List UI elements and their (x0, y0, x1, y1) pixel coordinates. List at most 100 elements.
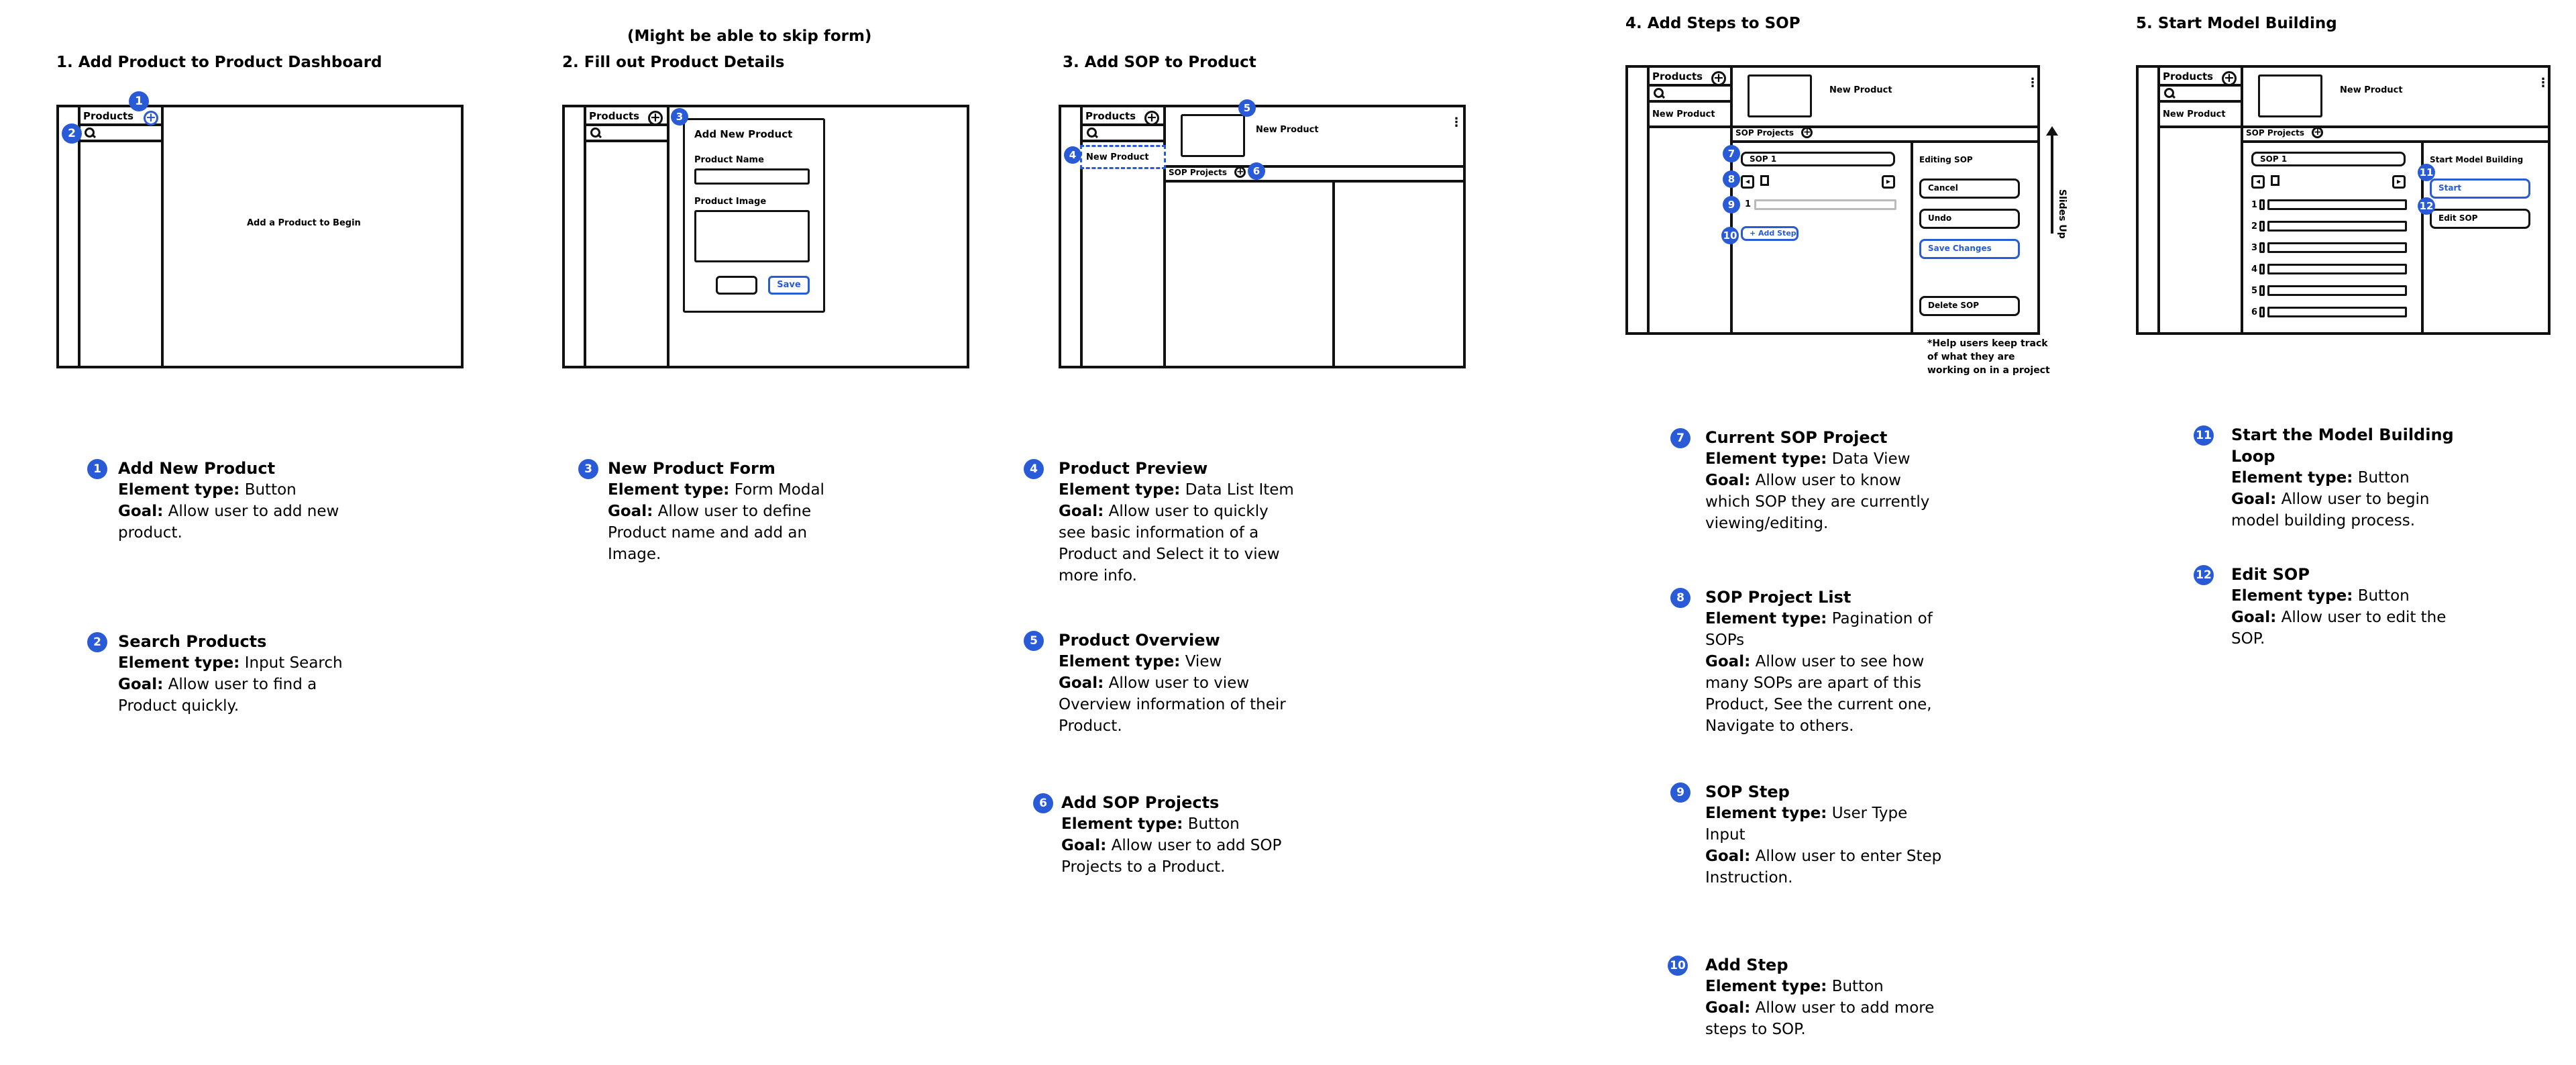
slides-up-label: Slides Up (2057, 189, 2068, 239)
product-image-thumbnail (1748, 74, 1812, 117)
undo-button[interactable]: Undo (1919, 209, 2020, 229)
wireframe-5: Products + New Product New Product ⋮ SOP… (2136, 65, 2551, 335)
product-name-input[interactable] (694, 168, 810, 185)
step-number: 4 (2251, 264, 2258, 274)
product-list-item[interactable]: New Product (1652, 109, 1715, 119)
step-number: 2 (2251, 221, 2258, 232)
help-note: *Help users keep track of what they are … (1927, 338, 2050, 376)
product-image-input[interactable] (694, 210, 810, 262)
desc-sop-project-list: SOP Project List Element type: Paginatio… (1705, 588, 1933, 735)
desc-start-model-building: Start the Model Building Loop Element ty… (2231, 425, 2454, 529)
prev-sop-button[interactable]: ◂ (1741, 175, 1754, 189)
desc-sop-step: SOP Step Element type: User Type Input G… (1705, 782, 1942, 886)
search-icon[interactable] (590, 128, 600, 138)
badge-11: 11 (2418, 164, 2435, 181)
step-number: 5 (2251, 286, 2258, 296)
next-sop-button[interactable]: ▸ (2392, 175, 2406, 189)
step-handle (2259, 264, 2265, 274)
desc-badge-7: 7 (1670, 428, 1690, 448)
current-sop-field: SOP 1 (1741, 152, 1895, 166)
product-preview-item[interactable]: New Product (1080, 145, 1166, 169)
search-icon[interactable] (1654, 88, 1664, 98)
sop-projects-label: SOP Projects (1735, 128, 1794, 138)
add-step-button[interactable]: + Add Step (1741, 226, 1799, 241)
slides-up-arrow (2046, 126, 2058, 234)
add-product-button[interactable]: + (1144, 111, 1159, 125)
product-list-item[interactable]: New Product (2163, 109, 2226, 119)
step-handle (2259, 307, 2265, 317)
add-product-button[interactable]: + (2222, 71, 2237, 86)
badge-1: 1 (129, 91, 149, 111)
desc-badge-12: 12 (2194, 565, 2214, 585)
more-options-icon[interactable]: ⋮ (2027, 76, 2039, 90)
wireframe-2: Products + Add New Product Product Name … (562, 105, 969, 368)
desc-product-overview: Product Overview Element type: View Goal… (1059, 631, 1286, 735)
add-product-button[interactable]: + (648, 111, 663, 125)
add-sop-button[interactable]: + (1234, 166, 1246, 178)
desc-new-product-form: New Product Form Element type: Form Moda… (608, 459, 824, 563)
product-name-label: Product Name (694, 155, 764, 165)
badge-7: 7 (1723, 145, 1740, 162)
more-options-icon[interactable]: ⋮ (1450, 115, 1462, 130)
search-icon[interactable] (2164, 88, 2174, 98)
products-label: Products (1652, 70, 1703, 83)
product-title: New Product (1256, 125, 1319, 135)
desc-badge-5: 5 (1024, 631, 1044, 651)
products-label: Products (83, 110, 134, 122)
products-label: Products (1085, 110, 1136, 122)
step-number: 1 (2251, 200, 2258, 210)
search-icon[interactable] (85, 128, 95, 138)
edit-sop-button[interactable]: Edit SOP (2430, 209, 2530, 229)
current-sop-field: SOP 1 (2251, 152, 2406, 166)
sop-page-icon (1760, 175, 1769, 186)
add-sop-button[interactable]: + (1801, 127, 1813, 138)
desc-badge-2: 2 (87, 632, 107, 652)
badge-9: 9 (1723, 196, 1740, 213)
add-sop-button[interactable]: + (2312, 127, 2323, 138)
badge-8: 8 (1723, 170, 1740, 188)
save-changes-button[interactable]: Save Changes (1919, 239, 2020, 259)
desc-badge-8: 8 (1670, 588, 1690, 608)
prev-sop-button[interactable]: ◂ (2251, 175, 2265, 189)
empty-state-text: Add a Product to Begin (247, 218, 361, 228)
search-icon[interactable] (1087, 128, 1097, 138)
wireframe-1: Products + Add a Product to Begin (56, 105, 464, 368)
start-button[interactable]: Start (2430, 179, 2530, 199)
next-sop-button[interactable]: ▸ (1882, 175, 1895, 189)
step-number: 3 (2251, 243, 2258, 253)
desc-add-step: Add Step Element type: Button Goal: Allo… (1705, 956, 1935, 1038)
skip-form-note: (Might be able to skip form) (627, 28, 872, 45)
product-image-label: Product Image (694, 197, 767, 207)
badge-5: 5 (1238, 99, 1256, 117)
delete-sop-button[interactable]: Delete SOP (1919, 296, 2020, 316)
product-title: New Product (2340, 85, 2403, 95)
sop-step-input[interactable] (1754, 199, 1896, 210)
step-handle (2259, 285, 2265, 296)
badge-12: 12 (2418, 197, 2435, 215)
sop-step-field (2267, 242, 2407, 253)
desc-badge-6: 6 (1033, 793, 1053, 813)
step-handle (2259, 221, 2265, 232)
add-product-button[interactable]: + (1711, 71, 1726, 86)
badge-10: 10 (1721, 227, 1739, 244)
cancel-button[interactable] (716, 276, 757, 295)
desc-badge-1: 1 (87, 459, 107, 479)
step-number: 6 (2251, 307, 2258, 317)
badge-4: 4 (1064, 146, 1081, 164)
more-options-icon[interactable]: ⋮ (2537, 76, 2549, 90)
start-model-building-label: Start Model Building (2430, 155, 2524, 164)
step-5-title: 5. Start Model Building (2136, 15, 2337, 32)
desc-add-new-product: Add New Product Element type: Button Goa… (118, 459, 339, 542)
save-button[interactable]: Save (768, 276, 810, 295)
step-handle (2259, 242, 2265, 253)
step-1-title: 1. Add Product to Product Dashboard (56, 54, 382, 71)
wireframe-3: Products + New Product New Product ⋮ SOP… (1059, 105, 1466, 368)
cancel-button[interactable]: Cancel (1919, 179, 2020, 199)
step-4-title: 4. Add Steps to SOP (1625, 15, 1801, 32)
new-product-form-modal: Add New Product Product Name Product Ima… (683, 118, 825, 313)
editing-sop-label: Editing SOP (1919, 155, 1973, 164)
add-product-button[interactable]: + (144, 111, 158, 125)
sop-step-field (2267, 307, 2407, 317)
desc-edit-sop: Edit SOP Element type: Button Goal: Allo… (2231, 565, 2447, 648)
desc-badge-4: 4 (1024, 459, 1044, 479)
